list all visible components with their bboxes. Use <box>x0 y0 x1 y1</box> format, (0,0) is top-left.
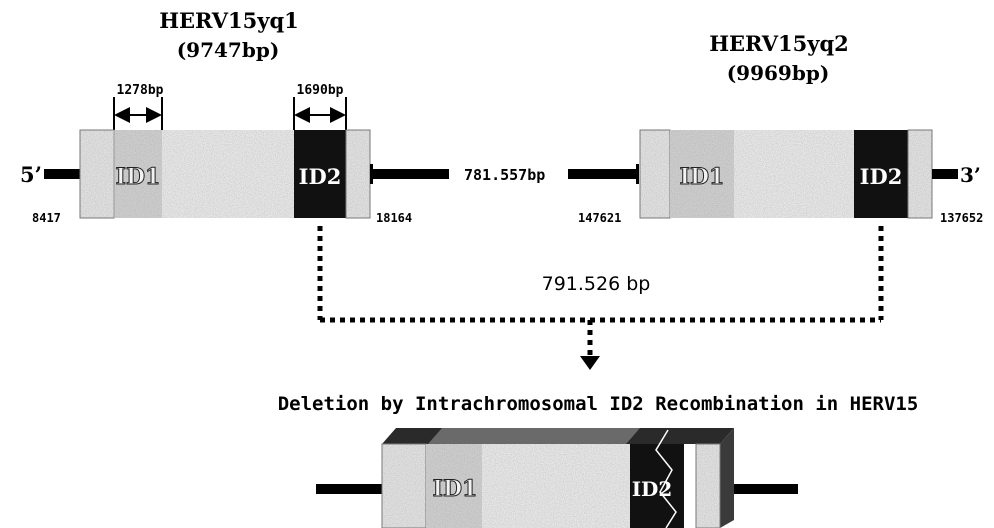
element2-name: HERV15yq2 <box>709 31 849 56</box>
result-side-face <box>720 428 734 528</box>
span-connector <box>317 226 884 356</box>
result-top-face-light <box>428 428 640 444</box>
element1-id1-label: ID1 <box>116 164 161 190</box>
result-grain <box>382 444 630 528</box>
result-left-flank <box>316 484 382 494</box>
five-prime-label: 5’ <box>20 162 42 187</box>
element2-id1-label: ID1 <box>680 164 725 190</box>
result-right-flank <box>730 484 798 494</box>
element1-id2-label: ID2 <box>299 164 342 189</box>
span-distance-label: 791.526 bp <box>542 273 651 295</box>
element1-name: HERV15yq1 <box>159 8 299 33</box>
element1-left-flank <box>44 169 80 179</box>
id1-length-label: 1278bp <box>117 83 164 98</box>
down-arrow-head <box>580 356 600 370</box>
element2-id2-segment <box>854 130 908 218</box>
element1-grain-right <box>346 130 370 218</box>
element2-size: (9969bp) <box>727 61 830 85</box>
recombined-element <box>316 428 798 528</box>
element2-grain <box>640 130 854 218</box>
element1-left-coord: 8417 <box>32 211 61 225</box>
result-id2-label: ID2 <box>632 477 673 501</box>
recombination-caption: Deletion by Intrachromosomal ID2 Recombi… <box>278 393 919 415</box>
id2-length-label: 1690bp <box>297 83 344 98</box>
element1-grain <box>80 130 294 218</box>
three-prime-label: 3’ <box>960 163 981 187</box>
result-id1-label: ID1 <box>433 476 478 502</box>
element2-id2-label: ID2 <box>860 164 903 189</box>
element2-grain-right <box>908 130 932 218</box>
element2-body <box>639 129 933 219</box>
element1-size: (9747bp) <box>177 38 280 62</box>
result-grain-right <box>696 444 720 528</box>
element1-right-flank <box>373 169 449 179</box>
element1-id2-segment <box>294 130 346 218</box>
element2-left-coord: 147621 <box>578 211 621 225</box>
element2-right-flank <box>932 169 958 179</box>
result-junction-zigzag <box>655 429 677 528</box>
element1-right-flank-cap <box>370 164 373 184</box>
element2-left-flank-cap <box>636 164 639 184</box>
element2-right-coord: 137652 <box>940 211 983 225</box>
element1-right-coord: 18164 <box>376 211 412 225</box>
element2-left-flank <box>568 169 636 179</box>
intervening-distance-label: 781.557bp <box>464 166 545 184</box>
